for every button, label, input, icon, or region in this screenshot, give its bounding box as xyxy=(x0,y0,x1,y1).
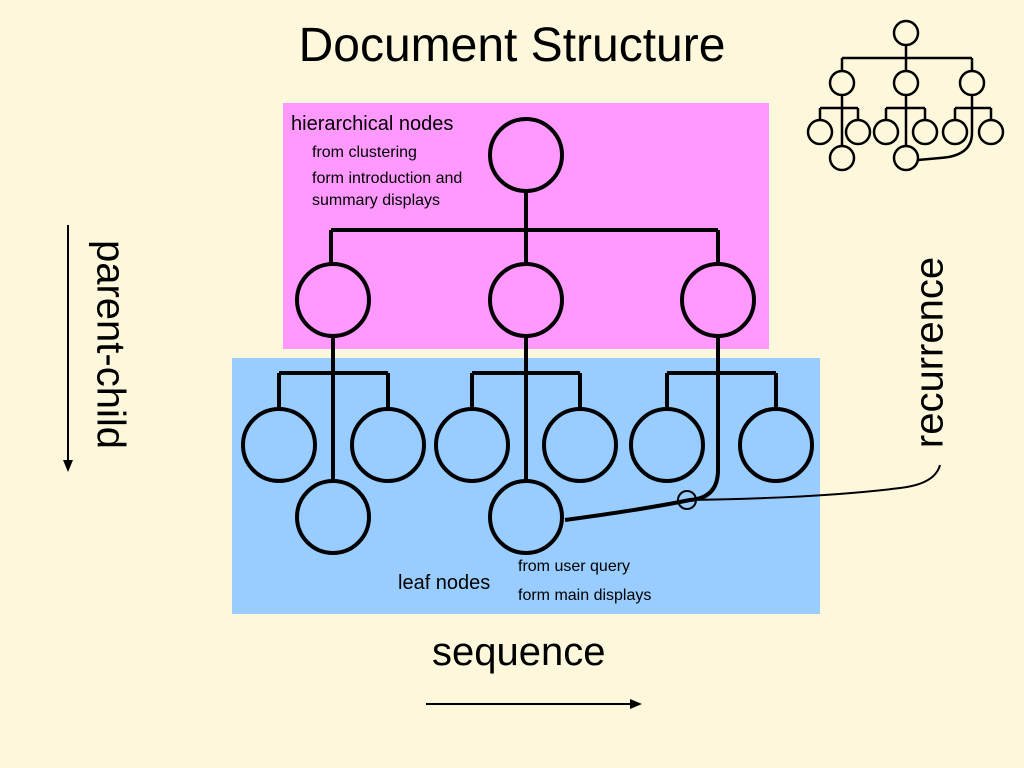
root-node xyxy=(488,117,564,193)
slide-title: Document Structure xyxy=(298,19,726,72)
leaf-node xyxy=(434,407,510,483)
leaf-node xyxy=(488,479,564,555)
hierarchical-node xyxy=(488,262,564,338)
leaf-node xyxy=(629,407,705,483)
sequence-label: sequence xyxy=(432,630,606,674)
parent-child-arrow xyxy=(63,225,73,472)
leaf-node xyxy=(241,407,317,483)
recurrence-link-node xyxy=(677,490,697,510)
hierarchical-node xyxy=(295,262,371,338)
hierarchical-nodes-use-line1: form introduction and xyxy=(312,170,463,187)
recurrence-label: recurrence xyxy=(907,256,952,449)
hierarchical-node xyxy=(680,262,756,338)
hierarchical-nodes-use-line2: summary displays xyxy=(312,192,441,209)
leaf-nodes-source: from user query xyxy=(518,558,631,575)
leaf-node xyxy=(738,407,814,483)
leaf-node xyxy=(542,407,618,483)
leaf-nodes-use: form main displays xyxy=(518,587,652,604)
leaf-node xyxy=(295,479,371,555)
leaf-node xyxy=(350,407,426,483)
sequence-arrow xyxy=(426,699,642,709)
hierarchical-nodes-heading: hierarchical nodes xyxy=(291,113,454,135)
thumbnail-tree-icon xyxy=(806,19,1005,172)
leaf-nodes-heading: leaf nodes xyxy=(398,572,491,594)
hierarchical-nodes-source: from clustering xyxy=(312,144,417,161)
parent-child-label: parent-child xyxy=(88,239,133,449)
